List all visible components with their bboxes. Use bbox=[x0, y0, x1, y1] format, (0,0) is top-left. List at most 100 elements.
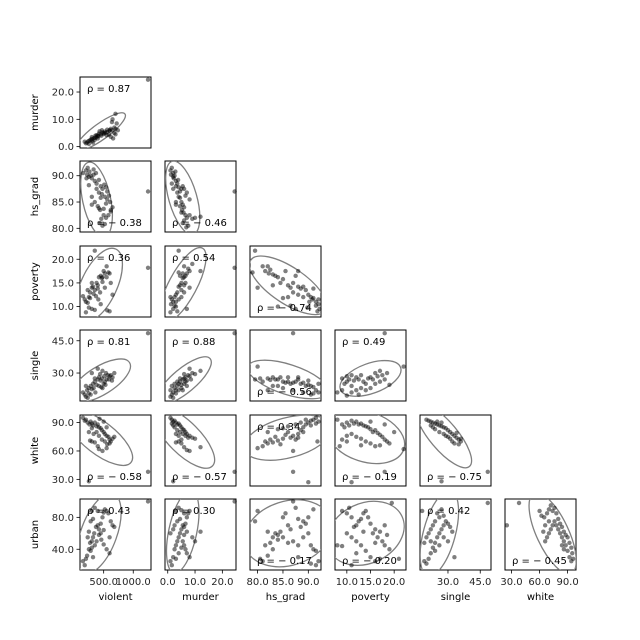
data-point bbox=[311, 391, 316, 396]
data-point bbox=[437, 515, 442, 520]
x-tick-label: 1000.0 bbox=[116, 577, 151, 588]
data-point bbox=[87, 438, 93, 443]
data-point bbox=[265, 264, 270, 269]
data-point bbox=[303, 417, 308, 422]
data-point bbox=[537, 508, 542, 514]
data-point bbox=[439, 507, 444, 512]
y-tick-label: 10.0 bbox=[52, 115, 74, 126]
data-point bbox=[105, 189, 110, 194]
data-point bbox=[188, 377, 194, 382]
data-point bbox=[554, 511, 559, 516]
data-point bbox=[373, 444, 378, 449]
data-point bbox=[145, 499, 151, 504]
data-point bbox=[170, 479, 176, 484]
data-point bbox=[373, 527, 378, 532]
data-point bbox=[354, 551, 359, 556]
correlation-label: ρ = − 0.56 bbox=[257, 387, 312, 398]
data-point bbox=[94, 186, 99, 192]
data-point bbox=[361, 529, 366, 534]
data-point bbox=[280, 426, 286, 431]
data-point bbox=[109, 378, 115, 383]
panel-single-vs-white: ρ = − 0.75 bbox=[419, 414, 492, 487]
data-point bbox=[184, 306, 190, 312]
data-point bbox=[106, 193, 112, 198]
data-point bbox=[145, 77, 151, 82]
y-tick-label: 20.0 bbox=[52, 255, 74, 266]
data-point bbox=[103, 185, 109, 190]
data-point bbox=[181, 186, 187, 192]
data-point bbox=[295, 435, 301, 440]
data-point bbox=[382, 377, 387, 382]
data-point bbox=[565, 548, 570, 554]
data-point bbox=[275, 275, 281, 280]
data-point bbox=[108, 134, 113, 140]
data-point bbox=[175, 190, 180, 195]
data-point bbox=[90, 535, 96, 540]
data-point bbox=[100, 515, 105, 520]
data-point bbox=[89, 539, 95, 544]
correlation-ellipse bbox=[165, 499, 200, 570]
data-point bbox=[339, 388, 345, 393]
data-point bbox=[92, 307, 97, 313]
data-point bbox=[313, 303, 319, 308]
data-point bbox=[93, 133, 98, 138]
y-tick-label: 45.0 bbox=[52, 336, 74, 347]
data-point bbox=[422, 540, 427, 546]
data-point bbox=[370, 531, 376, 536]
data-point bbox=[181, 532, 187, 538]
data-point bbox=[175, 177, 181, 183]
data-point bbox=[301, 425, 306, 430]
data-point bbox=[173, 169, 178, 174]
data-point bbox=[295, 292, 301, 297]
data-point bbox=[339, 508, 345, 514]
data-point bbox=[437, 543, 442, 548]
correlation-label: ρ = − 0.46 bbox=[172, 218, 227, 229]
data-point bbox=[316, 297, 321, 302]
y-tick-label: 20.0 bbox=[52, 88, 74, 99]
data-point bbox=[428, 539, 433, 544]
data-point bbox=[175, 290, 180, 295]
data-point bbox=[169, 421, 175, 426]
data-point bbox=[435, 511, 440, 516]
data-point bbox=[187, 366, 192, 371]
correlation-label: ρ = − 0.75 bbox=[427, 472, 482, 483]
data-point bbox=[105, 197, 110, 202]
data-point bbox=[265, 441, 270, 446]
data-point bbox=[557, 521, 563, 526]
data-point bbox=[101, 542, 106, 547]
correlation-ellipse bbox=[250, 359, 321, 400]
correlation-label: ρ = 0.42 bbox=[427, 506, 470, 517]
data-point bbox=[561, 539, 567, 544]
data-point bbox=[363, 508, 368, 514]
data-point bbox=[295, 555, 301, 560]
data-point bbox=[270, 547, 276, 552]
data-point bbox=[306, 531, 311, 536]
data-point bbox=[387, 441, 392, 446]
data-point bbox=[88, 392, 93, 397]
data-point bbox=[107, 271, 112, 276]
data-point bbox=[290, 539, 296, 544]
data-point bbox=[285, 424, 291, 429]
data-point bbox=[98, 302, 103, 307]
data-point bbox=[344, 439, 350, 444]
data-point bbox=[542, 515, 547, 520]
correlation-ellipse bbox=[80, 112, 127, 148]
data-point bbox=[290, 469, 296, 474]
y-axis-label: single bbox=[30, 351, 41, 381]
data-point bbox=[100, 368, 105, 374]
data-point bbox=[92, 505, 97, 510]
data-point bbox=[260, 559, 265, 564]
data-point bbox=[426, 531, 431, 536]
data-point bbox=[114, 121, 119, 126]
data-point bbox=[93, 170, 99, 176]
x-tick-label: 15.0 bbox=[359, 577, 381, 588]
data-point bbox=[283, 432, 288, 438]
data-point bbox=[85, 165, 90, 171]
data-point bbox=[82, 563, 87, 568]
data-point bbox=[373, 540, 378, 546]
data-point bbox=[268, 540, 273, 546]
data-point bbox=[552, 505, 557, 510]
